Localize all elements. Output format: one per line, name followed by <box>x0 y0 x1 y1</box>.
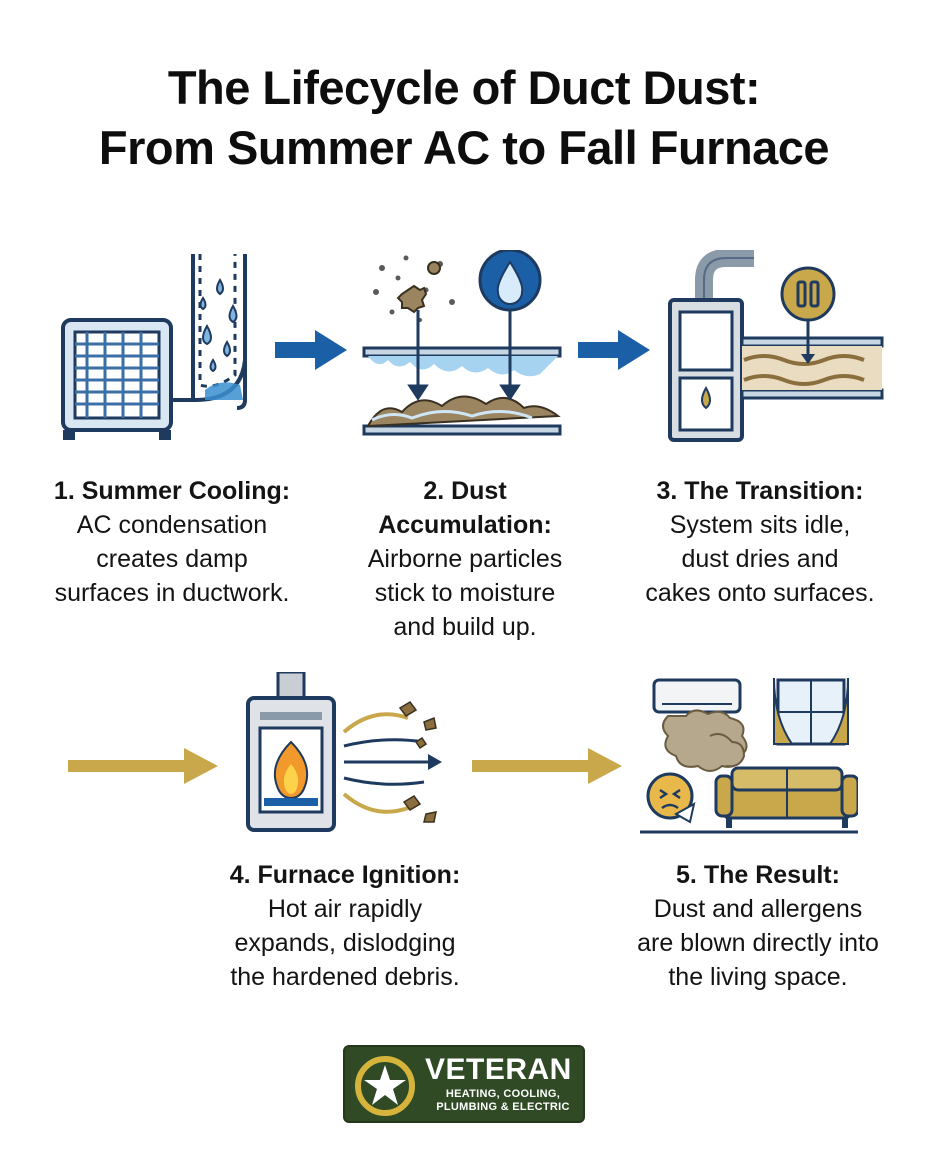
step-4-line-3: the hardened debris. <box>230 963 460 991</box>
dust-accumulation-icon <box>362 250 562 436</box>
step-5-caption: 5. The Result: Dust and allergens are bl… <box>598 858 918 994</box>
step-1-line-2: creates damp <box>96 545 248 573</box>
step-3-heading: 3. The Transition: <box>656 477 864 505</box>
ac-unit-condensation-icon <box>61 254 247 440</box>
step-5-heading: 5. The Result: <box>676 861 840 889</box>
step-1-heading: 1. Summer Cooling: <box>53 477 291 505</box>
step-4-caption: 4. Furnace Ignition: Hot air rapidly exp… <box>185 858 505 994</box>
arrow-into-step5 <box>472 748 622 784</box>
step-4-heading: 4. Furnace Ignition: <box>229 861 461 889</box>
page-title: The Lifecycle of Duct Dust: From Summer … <box>0 58 928 178</box>
title-line-1: The Lifecycle of Duct Dust: <box>167 61 761 114</box>
arrow-step1-to-step2 <box>275 330 347 370</box>
idle-furnace-icon <box>668 250 884 442</box>
step-5-line-1: Dust and allergens <box>653 895 863 923</box>
step-2-heading-line-1: 2. Dust <box>423 477 507 505</box>
step-2-line-1: Airborne particles <box>367 545 563 573</box>
step-3-caption: 3. The Transition: System sits idle, dus… <box>610 474 910 610</box>
furnace-ignition-icon <box>246 672 442 832</box>
step-3-line-3: cakes onto surfaces. <box>645 579 875 607</box>
step-4-line-2: expands, dislodging <box>234 929 456 957</box>
step-3-line-2: dust dries and <box>681 545 839 573</box>
step-1-line-1: AC condensation <box>76 511 268 539</box>
step-3-line-1: System sits idle, <box>669 511 851 539</box>
veteran-logo: VETERAN HEATING, COOLING, PLUMBING & ELE… <box>343 1045 585 1123</box>
step-1-caption: 1. Summer Cooling: AC condensation creat… <box>22 474 322 610</box>
arrow-into-step4 <box>68 748 218 784</box>
logo-tagline-line-1: HEATING, COOLING, <box>445 1088 561 1100</box>
step-2-line-2: stick to moisture <box>374 579 556 607</box>
step-2-line-3: and build up. <box>393 613 537 641</box>
step-4-line-1: Hot air rapidly <box>267 895 423 923</box>
arrow-step2-to-step3 <box>578 330 650 370</box>
title-line-2: From Summer AC to Fall Furnace <box>98 121 830 174</box>
logo-tagline-line-2: PLUMBING & ELECTRIC <box>436 1101 570 1113</box>
step-1-line-3: surfaces in ductwork. <box>54 579 290 607</box>
step-2-heading-line-2: Accumulation: <box>378 511 552 539</box>
step-5-line-2: are blown directly into <box>637 929 879 957</box>
logo-brand: VETERAN <box>425 1053 572 1086</box>
step-5-line-3: the living space. <box>668 963 848 991</box>
logo-tagline: HEATING, COOLING, PLUMBING & ELECTRIC <box>427 1088 579 1114</box>
living-room-dust-icon <box>640 677 858 834</box>
step-2-caption: 2. Dust Accumulation: Airborne particles… <box>315 474 615 644</box>
star-emblem-icon <box>355 1056 415 1116</box>
